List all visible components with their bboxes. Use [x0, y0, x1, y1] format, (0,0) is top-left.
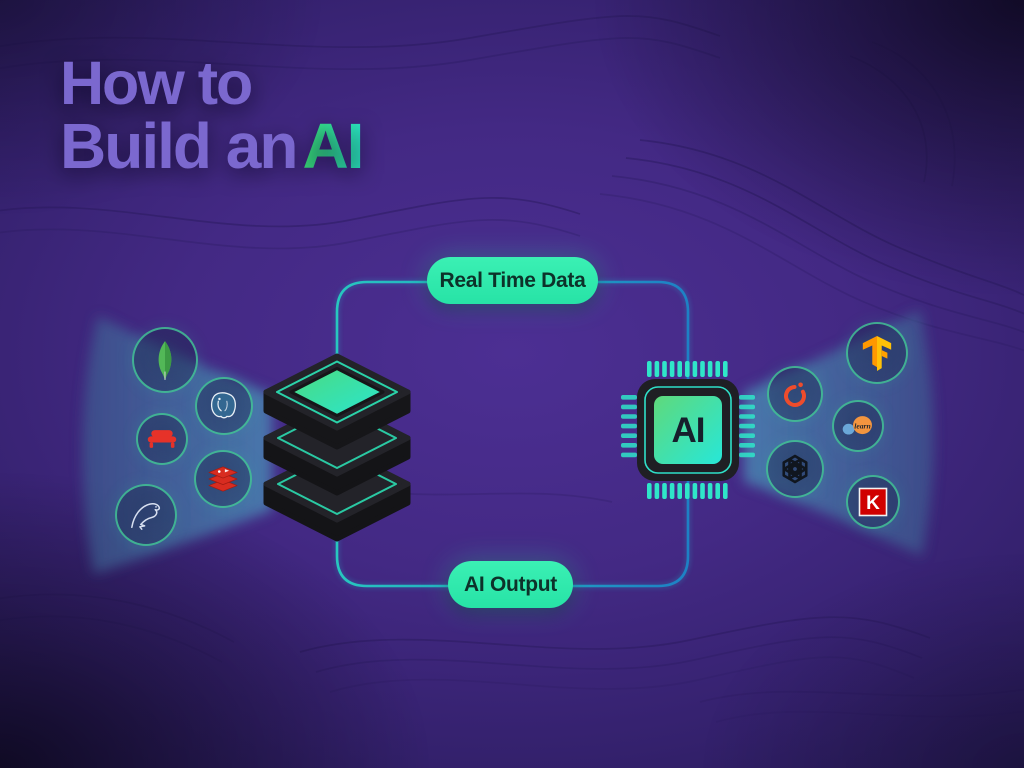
database-stack-icon — [263, 353, 411, 542]
title-line-2: Build anAI — [60, 114, 364, 179]
keras-icon: K — [858, 487, 888, 517]
scikit-learn-icon: learn — [842, 416, 872, 435]
mongodb-icon — [158, 341, 172, 380]
title-line-1: How to — [60, 49, 253, 117]
chip-inner-ring — [644, 386, 732, 474]
couchdb-icon — [147, 430, 177, 448]
circuit-path — [335, 280, 690, 588]
chip-pins — [621, 361, 755, 499]
icon-circle-scikit-learn: learn — [832, 400, 884, 452]
icon-circle-redis — [194, 450, 252, 508]
openai-icon — [782, 454, 808, 484]
scikit-learn-label: learn — [854, 422, 871, 431]
real-time-data-label: Real Time Data — [439, 268, 586, 292]
icon-circle-keras: K — [846, 475, 900, 529]
chip-label: AI — [672, 411, 705, 450]
title-accent: AI — [296, 110, 364, 182]
title-line-2-prefix: Build an — [60, 110, 298, 183]
icon-circle-openai — [766, 440, 824, 498]
icon-circle-tensorflow — [846, 322, 908, 384]
keras-label: K — [866, 493, 880, 514]
chip-pad — [654, 396, 722, 464]
icon-circle-pytorch — [767, 366, 823, 422]
redis-icon — [208, 466, 238, 492]
postgresql-icon — [210, 392, 236, 419]
tensorflow-icon — [862, 336, 892, 371]
ai-chip-icon: AI — [621, 361, 755, 499]
ai-output-badge: AI Output — [448, 561, 573, 608]
icon-circle-postgresql — [195, 377, 253, 435]
page-title: How to Build anAI — [60, 49, 364, 179]
icon-circle-mysql — [115, 484, 177, 546]
icon-circle-couchdb — [136, 413, 188, 465]
pytorch-icon — [784, 382, 806, 407]
real-time-data-badge: Real Time Data — [427, 257, 598, 304]
icon-circle-mongodb — [132, 327, 198, 393]
stack-layer-top — [263, 353, 411, 450]
ai-output-label: AI Output — [464, 572, 557, 596]
mysql-icon — [131, 503, 161, 530]
